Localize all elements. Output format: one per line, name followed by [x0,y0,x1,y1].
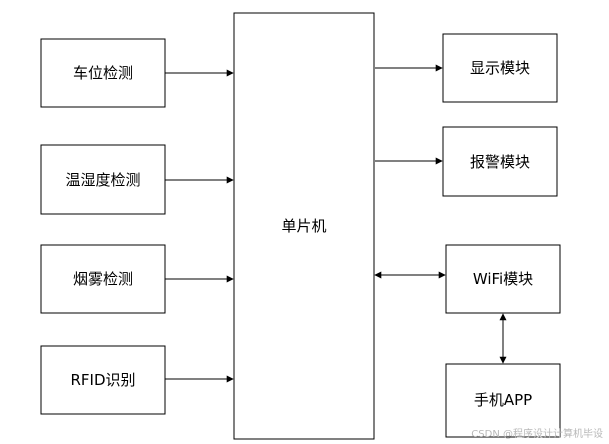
app-label: 手机APP [474,391,532,409]
wifi-block: WiFi模块 [445,244,561,314]
output-label-alarm: 报警模块 [470,153,530,171]
output-label-display: 显示模块 [470,59,530,77]
app-block: 手机APP [445,363,561,438]
watermark: CSDN @程序设计计算机毕设 [471,427,603,440]
input-block-smoke-detection: 烟雾检测 [40,244,166,314]
output-block-alarm: 报警模块 [442,126,558,197]
input-label-rfid: RFID识别 [70,371,135,389]
input-block-temperature-humidity: 温湿度检测 [40,144,166,215]
output-block-display: 显示模块 [442,33,558,103]
input-block-parking-detection: 车位检测 [40,38,166,108]
input-label-smoke-detection: 烟雾检测 [73,270,133,288]
input-label-parking-detection: 车位检测 [73,64,133,82]
wifi-label: WiFi模块 [473,270,533,288]
input-block-rfid: RFID识别 [40,345,166,415]
mcu-block: 单片机 [233,12,375,440]
mcu-label: 单片机 [281,217,326,235]
input-label-temperature-humidity: 温湿度检测 [65,171,140,189]
